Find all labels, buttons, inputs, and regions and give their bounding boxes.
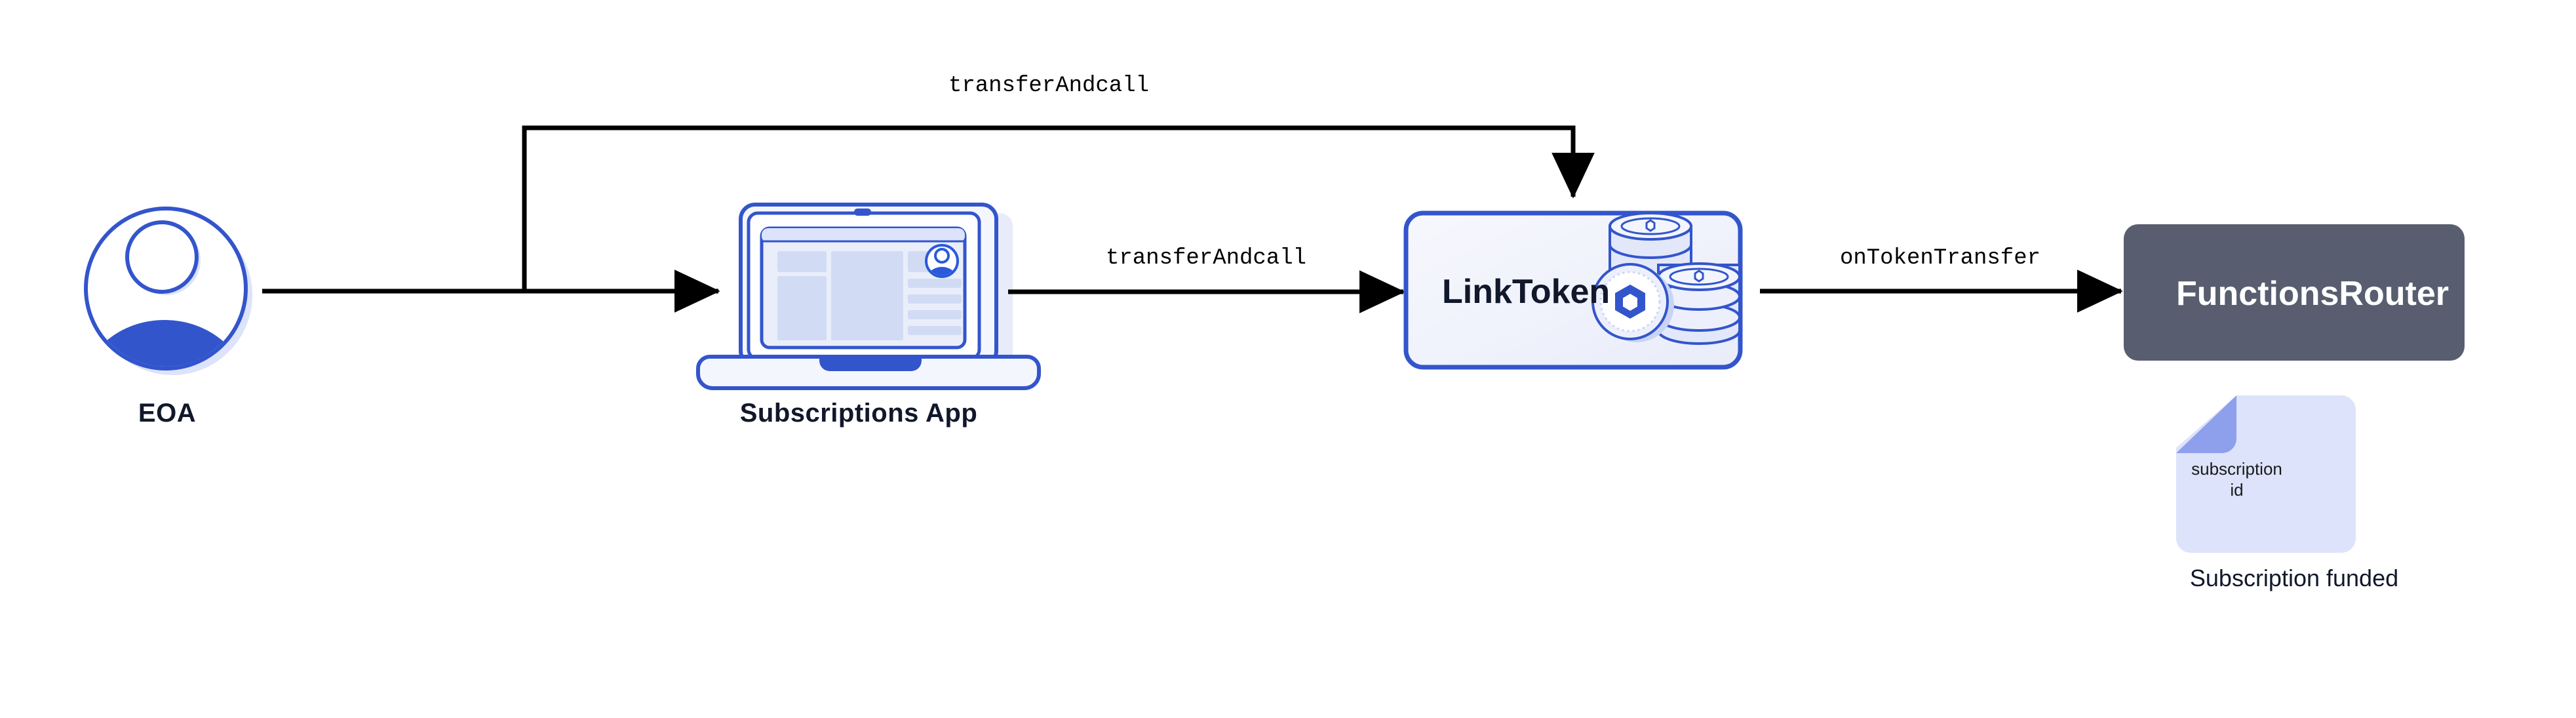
- document-icon: [2176, 395, 2356, 553]
- edge-label-ontokentransfer: onTokenTransfer: [1839, 246, 2041, 271]
- document-text-line1: subscription: [2191, 459, 2282, 479]
- user-avatar-icon: [84, 207, 252, 375]
- link-coins-icon: [1591, 212, 1741, 345]
- document-text-line2: id: [2230, 479, 2244, 500]
- edge-label-transferandcall-mid: transferAndcall: [1105, 246, 1307, 271]
- eoa-caption: EOA: [138, 399, 197, 428]
- laptop-icon: [696, 203, 1041, 390]
- document-text: subscription id: [2176, 459, 2297, 500]
- edge-eoa-to-linktoken-top: [522, 125, 1595, 293]
- edge-label-transferandcall-top: transferAndcall: [948, 73, 1150, 98]
- screen-avatar-icon: [925, 244, 959, 278]
- functionsrouter-label: FunctionsRouter: [2176, 275, 2449, 313]
- subscription-funded-caption: Subscription funded: [2189, 565, 2399, 591]
- functionsrouter-box[interactable]: [2124, 224, 2465, 361]
- subscriptions-app-caption: Subscriptions App: [739, 399, 978, 428]
- linktoken-label: LinkToken: [1442, 273, 1610, 311]
